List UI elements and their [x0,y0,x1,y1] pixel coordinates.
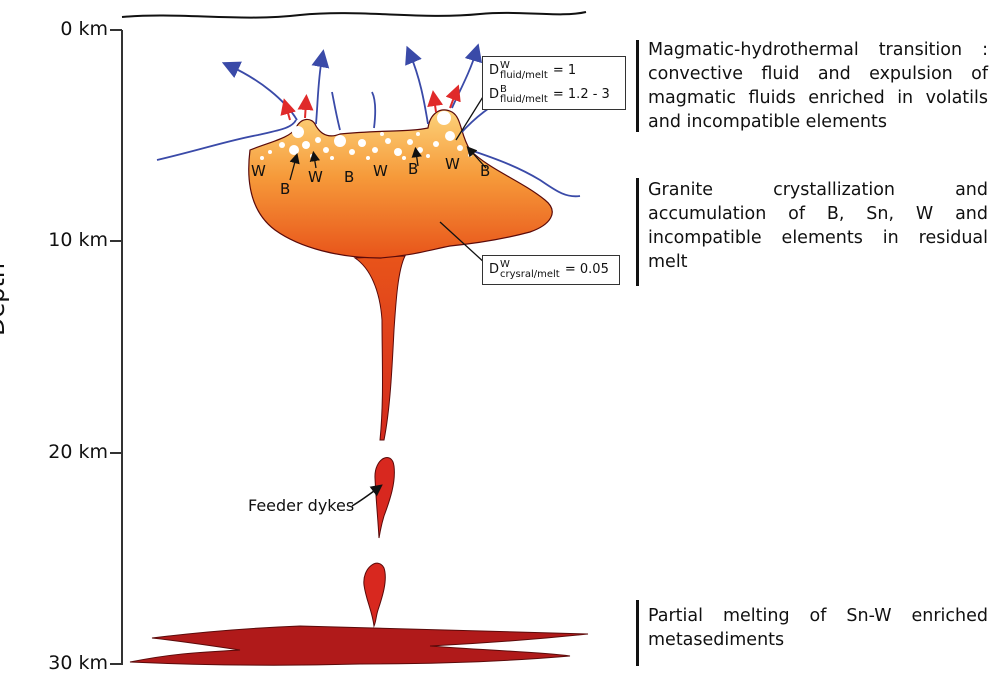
transition-note-bar [636,40,639,132]
element-label-b4: B [480,162,490,180]
depth-label-10: 10 km [8,229,108,251]
middle-feeder-dyke [375,457,394,538]
magmatic-fluid-expulsion-arrows [286,92,456,120]
element-label-w4: W [445,155,460,173]
d-symbol: D [489,87,499,102]
feeder-dykes-label: Feeder dykes [248,496,354,515]
d-sub: fluid/melt [500,71,548,81]
depth-axis-title: Depth [0,263,10,336]
d-sub: crysral/melt [500,270,560,280]
d-symbol: D [489,262,499,277]
transition-note: Magmatic-hydrothermal transition : conve… [648,38,988,134]
crystallization-note-bar [636,178,639,286]
depth-label-0: 0 km [8,18,108,40]
pluton-feeder-stem [355,256,405,440]
melting-note: Partial melting of Sn-W enriched metased… [648,604,988,652]
d-sup: W [500,260,560,270]
element-label-b3: B [408,160,418,178]
feeder-arrow [352,488,378,506]
element-label-b2: B [344,168,354,186]
d-value: = 0.05 [565,262,609,277]
element-label-b1: B [280,180,290,198]
source-melt-layer [130,626,588,665]
d-symbol: D [489,63,499,78]
melting-note-bar [636,600,639,666]
d-value: = 1 [553,63,576,78]
d-sup: B [500,85,548,95]
d-value: = 1.2 - 3 [553,87,610,102]
crystallization-note: Granite crystallization and accumulation… [648,178,988,274]
lower-feeder-dyke [364,563,385,626]
element-label-w2: W [308,168,323,186]
ground-surface-line [122,12,586,18]
depth-label-20: 20 km [8,441,108,463]
element-label-w1: W [251,162,266,180]
element-label-w3: W [373,162,388,180]
d-sub: fluid/melt [500,95,548,105]
d-sup: W [500,61,548,71]
